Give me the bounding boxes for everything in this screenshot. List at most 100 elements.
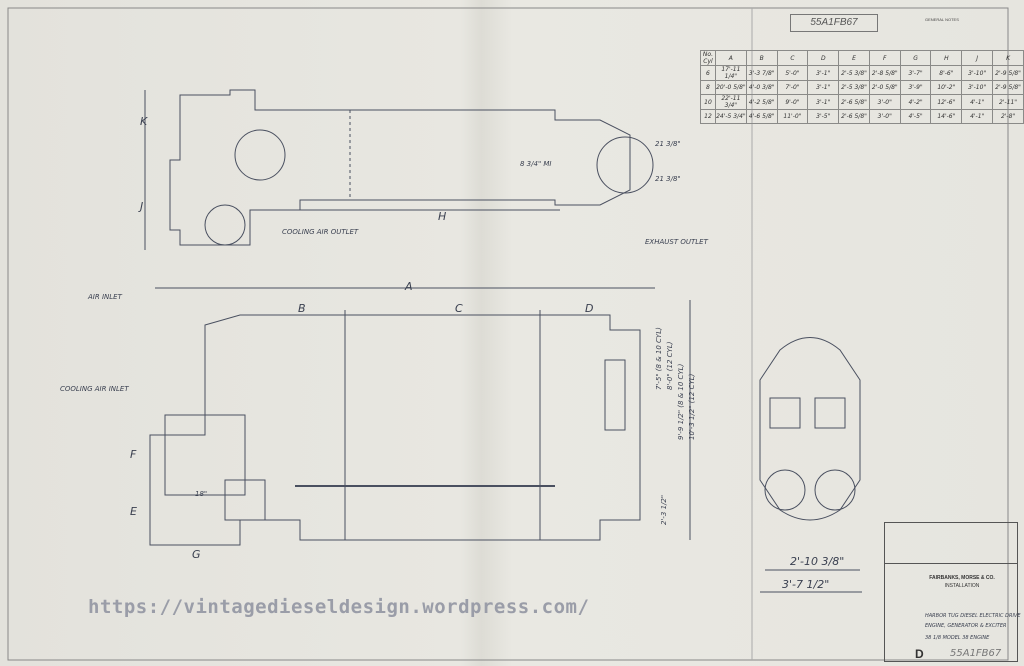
dim-j: J [140,200,144,213]
dim-f: F [130,448,137,461]
dim-k: K [140,115,148,128]
company-name: FAIRBANKS, MORSE & CO. [929,575,995,581]
cooling-air-outlet-label: COOLING AIR OUTLET [282,228,359,236]
header-cell: B [745,50,778,66]
elevation-view [149,287,691,546]
table-cell: 17'-11 1/4" [714,65,747,81]
header-cell: No. Cyl [700,50,716,66]
table-cell: 24'-5 3/4" [714,109,747,124]
header-cell: E [838,50,870,66]
table-cell: 3'-1" [807,65,840,81]
table-cell: 4'-0 3/8" [745,80,778,95]
table-cell: 3'-5" [807,109,840,124]
dim-g: G [192,548,201,561]
dim-h: H [438,210,447,223]
table-cell: 4'-6 5/8" [745,109,778,124]
header-cell: J [961,50,994,66]
height-dim-4: 10'-3 1/2" (12 CYL) [688,373,696,440]
header-cell: A [714,50,747,66]
table-cell: 2'-8 5/8" [868,65,901,81]
table-cell: 10 [700,94,716,110]
table-cell: 22'-11 3/4" [714,94,747,110]
width-dim-1: 2'-10 3/8" [790,555,845,568]
header-cell: C [776,50,809,66]
table-cell: 2'-5 3/8" [838,80,870,95]
plan-view [144,89,654,250]
table-cell: 3'-0" [868,94,901,110]
table-cell: 3'-10" [961,65,994,81]
description-line-3: 38 1/8 MODEL 38 ENGINE [925,635,990,641]
table-cell: 3'-0" [868,109,901,124]
drawing-type: INSTALLATION [944,583,980,589]
table-cell: 2'-6 5/8" [838,94,870,110]
table-cell: 20'-0 5/8" [714,80,747,95]
dim-2-3: 2'-3 1/2" [660,494,668,525]
dim-21-b: 21 3/8" [655,175,681,183]
table-cell: 6 [700,65,716,81]
height-dim-3: 9'-9 1/2" (8 & 10 CYL) [677,363,685,440]
table-cell: 10'-2" [930,80,963,95]
height-dim-2: 8'-0" (12 CYL) [666,341,674,390]
table-cell: 12'-6" [930,94,963,110]
dim-c: C [455,302,463,315]
dim-18: 18" [195,490,208,498]
table-cell: 5'-0" [776,65,809,81]
table-cell: 2'-0 5/8" [868,80,901,95]
table-cell: 4'-2" [899,94,932,110]
table-cell: 3'-7" [899,65,932,81]
table-cell: 3'-1" [807,94,840,110]
table-cell: 11'-0" [776,109,809,124]
dim-d: D [585,302,594,315]
header-cell: F [868,50,901,66]
end-view [759,337,862,593]
title-block: FAIRBANKS, MORSE & CO. INSTALLATION HARB… [884,522,1021,662]
table-cell: 8'-6" [930,65,963,81]
table-cell: 2'-8" [992,109,1024,124]
drawing-number: 55A1FB67 [950,648,1002,659]
dim-e: E [130,505,137,518]
header-cell: H [930,50,963,66]
header-cell: G [899,50,932,66]
table-cell: 2'-5 3/8" [838,65,870,81]
table-cell: 8 [700,80,716,95]
width-dim-2: 3'-7 1/2" [782,578,830,591]
header-cell: K [992,50,1024,66]
dim-b: B [298,302,306,315]
sheet-size: D [915,647,924,661]
table-cell: 2'-9 5/8" [992,80,1024,95]
drawing-number-stamp: 55A1FB67 [790,14,878,32]
table-cell: 4'-5" [899,109,932,124]
table-cell: 2'-6 5/8" [838,109,870,124]
sheet-border [7,7,1009,661]
table-cell: 14'-6" [930,109,963,124]
table-cell: 3'-1" [807,80,840,95]
dim-a: A [405,280,413,293]
table-cell: 2'-11" [992,94,1024,110]
description-line-1: HARBOR TUG DIESEL ELECTRIC DRIVE [925,613,1021,619]
height-dim-1: 7'-5" (8 & 10 CYL) [655,327,663,390]
table-cell: 12 [700,109,716,124]
table-cell: 4'-1" [961,109,994,124]
table-cell: 3'-10" [961,80,994,95]
cooling-air-inlet-label: COOLING AIR INLET [60,385,129,393]
table-cell: 9'-0" [776,94,809,110]
table-cell: 2'-9 5/8" [992,65,1024,81]
table-cell: 3'-3 7/8" [745,65,778,81]
table-cell: 7'-0" [776,80,809,95]
header-cell: D [807,50,840,66]
dim-21-a: 21 3/8" [655,140,681,148]
table-cell: 4'-2 5/8" [745,94,778,110]
air-inlet-label: AIR INLET [88,293,122,301]
dim-8-3-4: 8 3/4" MI [520,160,552,168]
table-cell: 4'-1" [961,94,994,110]
watermark-url: https://vintagedieseldesign.wordpress.co… [88,596,590,618]
exhaust-outlet-label: EXHAUST OUTLET [645,238,708,246]
